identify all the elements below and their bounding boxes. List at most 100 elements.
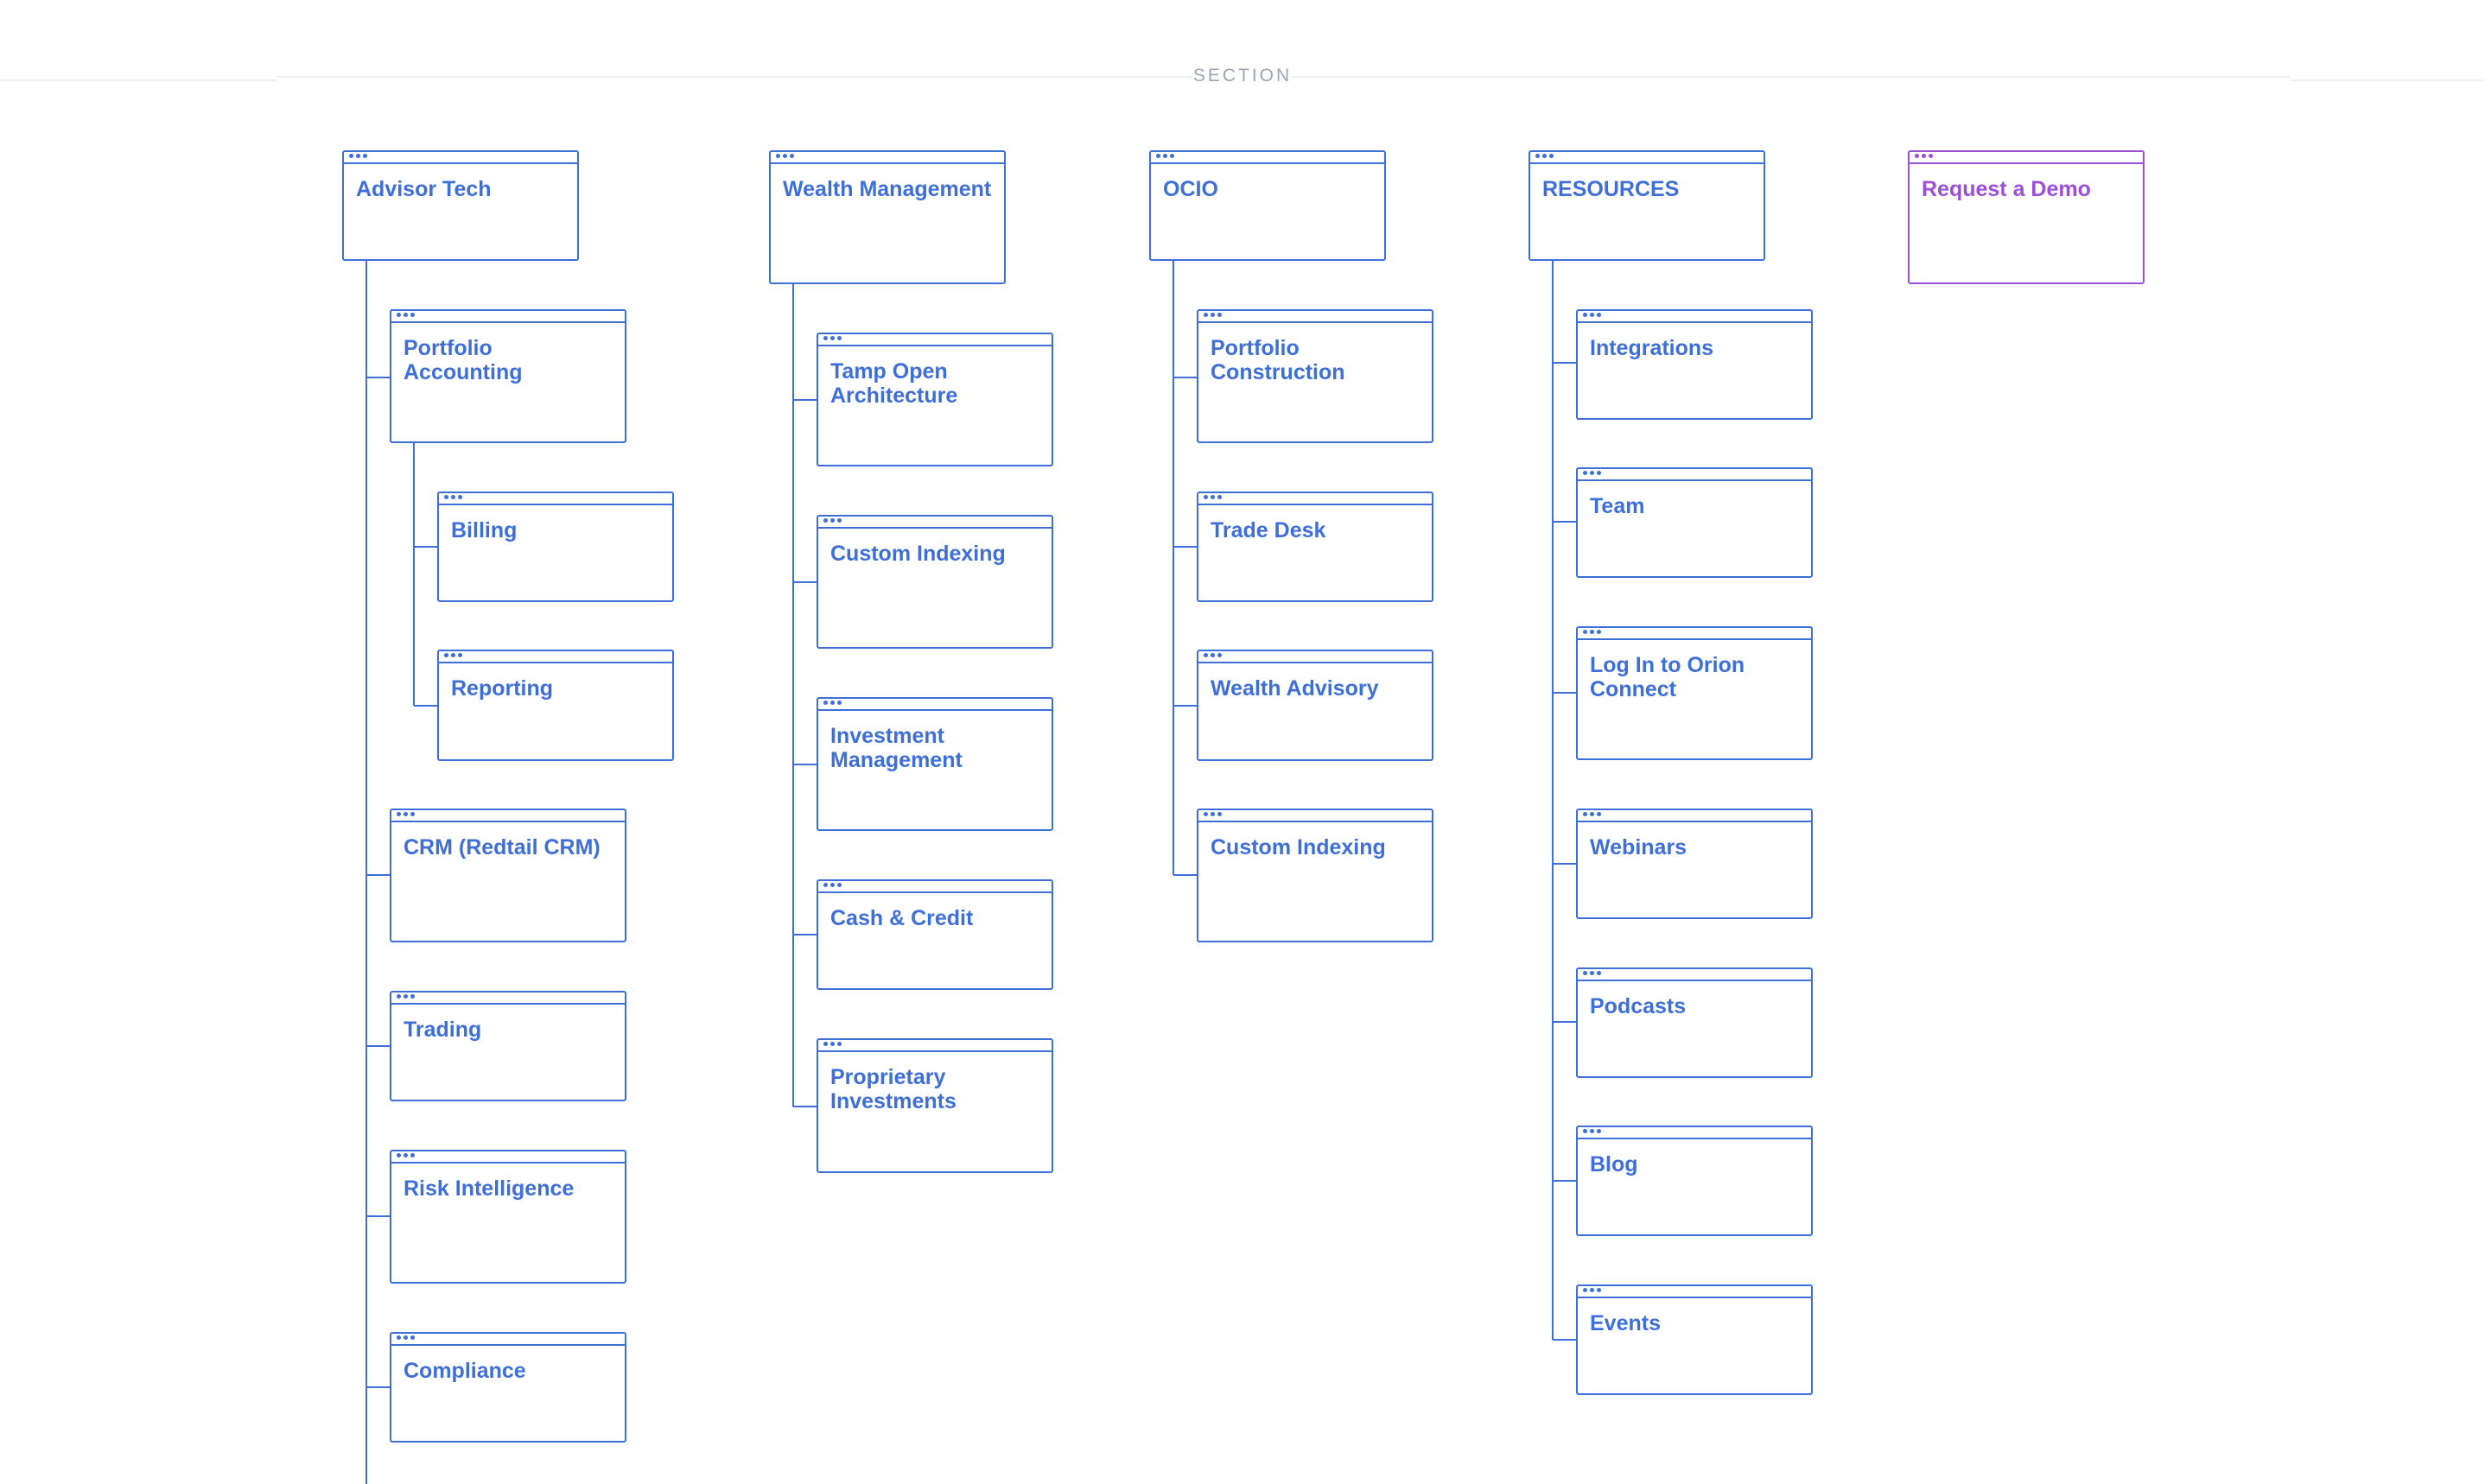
- dots-icon: [397, 812, 415, 816]
- window-bar: [1578, 1286, 1811, 1298]
- node-team[interactable]: Team: [1576, 467, 1813, 578]
- node-label: Proprietary Investments: [830, 1065, 957, 1113]
- window-bar: [818, 334, 1052, 346]
- node-advisor-tech[interactable]: Advisor Tech: [342, 150, 579, 261]
- node-label: Portfolio Accounting: [404, 336, 523, 384]
- node-ocio[interactable]: OCIO: [1149, 150, 1386, 261]
- dots-icon: [1204, 812, 1222, 816]
- node-wealth-management[interactable]: Wealth Management: [769, 150, 1006, 284]
- node-label: Podcasts: [1590, 994, 1687, 1018]
- node-risk-intelligence[interactable]: Risk Intelligence: [390, 1150, 626, 1284]
- node-label: Cash & Credit: [830, 906, 974, 930]
- window-bar: [1198, 810, 1432, 822]
- node-label: Custom Indexing: [1211, 835, 1386, 859]
- node-podcasts[interactable]: Podcasts: [1576, 967, 1813, 1078]
- node-label: Integrations: [1590, 336, 1714, 360]
- dots-icon: [1583, 1288, 1601, 1292]
- window-bar: [1910, 152, 2143, 164]
- node-custom-indexing-wm[interactable]: Custom Indexing: [817, 515, 1053, 649]
- window-bar: [818, 699, 1052, 711]
- window-bar: [1198, 493, 1432, 505]
- window-bar: [391, 1334, 625, 1346]
- dots-icon: [1583, 1129, 1601, 1133]
- window-bar: [818, 1040, 1052, 1052]
- dots-icon: [1204, 653, 1222, 657]
- node-cash-credit[interactable]: Cash & Credit: [817, 879, 1053, 990]
- node-label: CRM (Redtail CRM): [404, 835, 601, 859]
- window-bar: [818, 881, 1052, 893]
- window-bar: [391, 993, 625, 1005]
- dots-icon: [1583, 812, 1601, 816]
- dots-icon: [397, 1335, 415, 1340]
- node-crm[interactable]: CRM (Redtail CRM): [390, 809, 626, 942]
- node-label: Trade Desk: [1211, 518, 1326, 542]
- dots-icon: [1204, 313, 1222, 317]
- node-trading[interactable]: Trading: [390, 991, 626, 1101]
- node-tamp-open-architecture[interactable]: Tamp Open Architecture: [817, 333, 1053, 466]
- node-label: Risk Intelligence: [404, 1176, 575, 1201]
- window-bar: [818, 517, 1052, 529]
- node-label: Billing: [451, 518, 518, 542]
- node-integrations[interactable]: Integrations: [1576, 309, 1813, 420]
- window-bar: [1578, 969, 1811, 981]
- window-bar: [1578, 311, 1811, 323]
- window-bar: [439, 651, 672, 663]
- node-proprietary-investments[interactable]: Proprietary Investments: [817, 1038, 1053, 1173]
- dots-icon: [397, 313, 415, 317]
- window-bar: [1198, 651, 1432, 663]
- dots-icon: [823, 701, 842, 705]
- dots-icon: [823, 518, 842, 523]
- dots-icon: [823, 336, 842, 340]
- node-label: Portfolio Construction: [1211, 336, 1345, 384]
- dots-icon: [823, 883, 842, 887]
- node-webinars[interactable]: Webinars: [1576, 809, 1813, 919]
- node-label: Compliance: [404, 1359, 526, 1383]
- dots-icon: [1915, 154, 1933, 158]
- dots-icon: [776, 154, 794, 158]
- node-wealth-advisory[interactable]: Wealth Advisory: [1197, 650, 1433, 761]
- node-label: Blog: [1590, 1152, 1638, 1176]
- node-events[interactable]: Events: [1576, 1284, 1813, 1395]
- dots-icon: [397, 1153, 415, 1157]
- node-label: OCIO: [1163, 177, 1218, 201]
- node-log-in-orion-connect[interactable]: Log In to Orion Connect: [1576, 626, 1813, 760]
- node-label: Events: [1590, 1311, 1661, 1335]
- window-bar: [391, 810, 625, 822]
- node-label: Wealth Advisory: [1211, 676, 1379, 701]
- dots-icon: [1583, 630, 1601, 634]
- node-trade-desk[interactable]: Trade Desk: [1197, 491, 1433, 602]
- window-bar: [344, 152, 577, 164]
- window-bar: [1578, 1127, 1811, 1139]
- node-blog[interactable]: Blog: [1576, 1126, 1813, 1236]
- node-compliance[interactable]: Compliance: [390, 1332, 626, 1443]
- node-label: Tamp Open Architecture: [830, 359, 958, 408]
- node-portfolio-construction[interactable]: Portfolio Construction: [1197, 309, 1433, 443]
- node-label: Log In to Orion Connect: [1590, 653, 1745, 701]
- node-request-demo[interactable]: Request a Demo: [1908, 150, 2145, 284]
- node-resources[interactable]: RESOURCES: [1528, 150, 1765, 261]
- node-custom-indexing-ocio[interactable]: Custom Indexing: [1197, 809, 1433, 942]
- dots-icon: [823, 1042, 842, 1046]
- section-divider-right: [2290, 79, 2485, 81]
- node-portfolio-accounting[interactable]: Portfolio Accounting: [390, 309, 626, 443]
- node-billing[interactable]: Billing: [437, 491, 674, 602]
- section-divider-left: [0, 79, 276, 81]
- node-label: Advisor Tech: [356, 177, 492, 201]
- node-label: Custom Indexing: [830, 542, 1006, 566]
- node-investment-management[interactable]: Investment Management: [817, 697, 1053, 831]
- dots-icon: [397, 994, 415, 999]
- dots-icon: [1583, 971, 1601, 975]
- node-label: Webinars: [1590, 835, 1687, 859]
- node-reporting[interactable]: Reporting: [437, 650, 674, 761]
- window-bar: [439, 493, 672, 505]
- dots-icon: [349, 154, 367, 158]
- window-bar: [771, 152, 1004, 164]
- dots-icon: [444, 495, 462, 499]
- window-bar: [391, 311, 625, 323]
- section-label: SECTION: [1192, 66, 1293, 86]
- node-label: Request a Demo: [1922, 177, 2091, 201]
- node-label: Trading: [404, 1018, 482, 1042]
- window-bar: [1198, 311, 1432, 323]
- window-bar: [1151, 152, 1384, 164]
